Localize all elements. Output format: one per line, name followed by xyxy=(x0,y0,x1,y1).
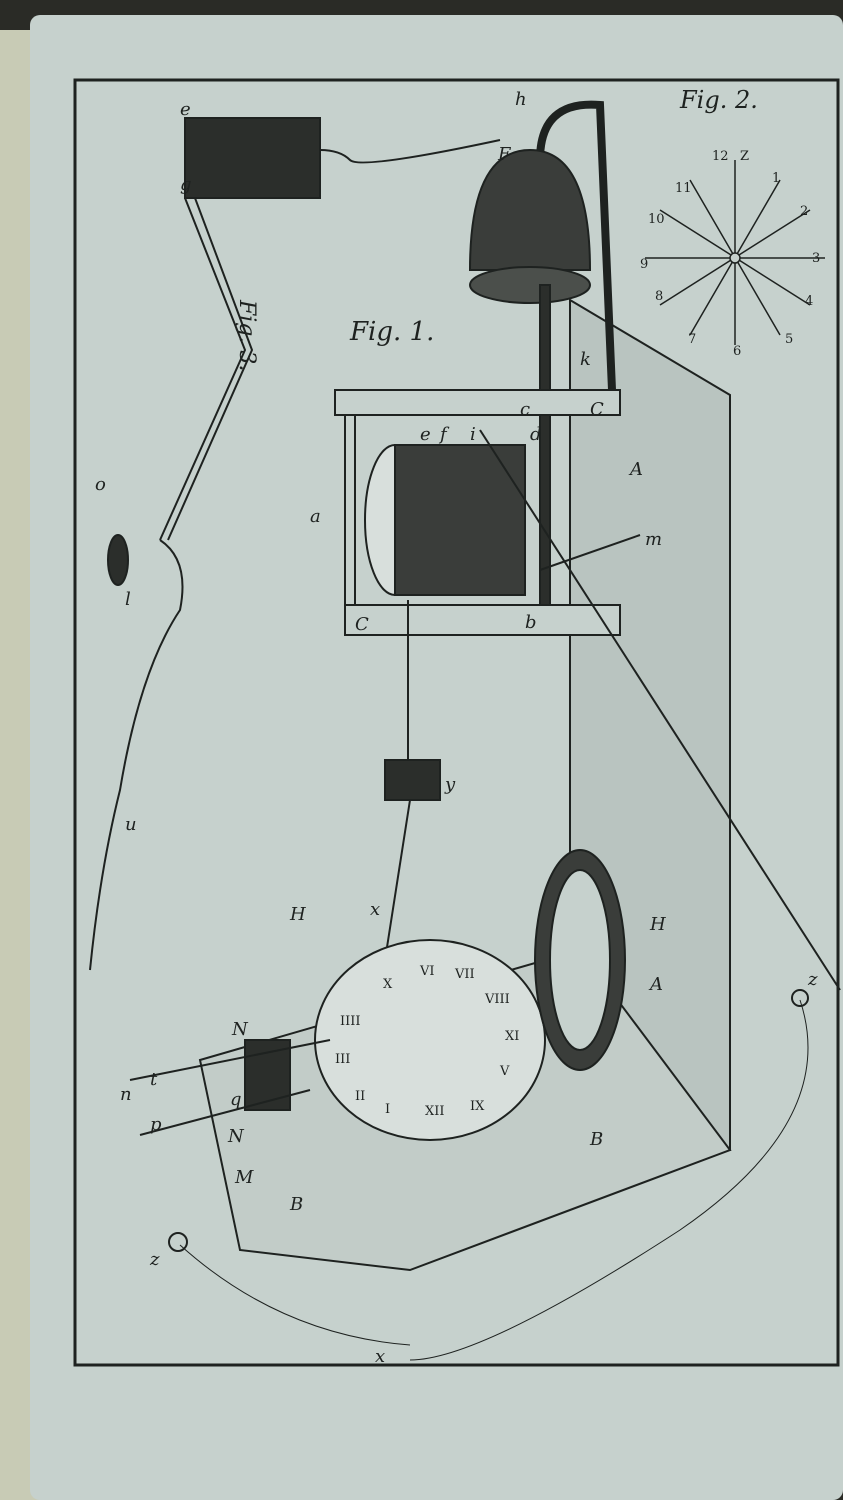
label-a: a xyxy=(310,506,321,527)
fig2-number: 4 xyxy=(805,294,813,309)
plate-border xyxy=(73,78,840,1367)
fig2-number: 8 xyxy=(655,289,663,304)
label-C: C xyxy=(590,399,604,420)
label-A: A xyxy=(628,459,643,480)
label-t: t xyxy=(150,1069,158,1090)
clock-numeral: X xyxy=(383,977,393,992)
fig1-title: Fig. 1. xyxy=(349,317,434,347)
label-u: u xyxy=(125,814,137,835)
label-C-lower: C xyxy=(355,614,369,635)
fig2-number: 11 xyxy=(675,181,692,196)
label-N-lower: N xyxy=(227,1126,245,1147)
label-e-fig3: e xyxy=(180,99,191,120)
clock-numeral: II xyxy=(355,1089,365,1104)
fig2-number: 10 xyxy=(648,212,665,227)
fig3-lever xyxy=(89,117,501,971)
label-h: h xyxy=(515,89,527,110)
label-F: F xyxy=(497,144,512,165)
label-N: N xyxy=(231,1019,249,1040)
clock-numeral: I xyxy=(385,1102,390,1117)
fig2-number: 9 xyxy=(640,257,648,272)
fig2-number: 1 xyxy=(772,171,780,186)
label-y: y xyxy=(444,774,456,795)
label-q: q xyxy=(230,1089,242,1110)
label-H-right: H xyxy=(649,914,666,935)
label-A-lower: A xyxy=(648,974,663,995)
clock-numeral: V xyxy=(499,1064,510,1079)
clock-numeral: XII xyxy=(425,1104,445,1119)
fig2-number: 6 xyxy=(733,344,741,359)
fig2-number: 12 xyxy=(712,149,729,164)
clock-numeral: IX xyxy=(470,1099,485,1114)
label-g: g xyxy=(180,174,192,195)
fig2-number: Z xyxy=(740,149,749,164)
label-x-bottom: x xyxy=(375,1346,385,1367)
fig2-title: Fig. 2. xyxy=(679,86,758,114)
label-x: x xyxy=(370,899,380,920)
label-z-left: z xyxy=(149,1249,160,1270)
label-z: z xyxy=(807,969,818,990)
fig3-title: Fig. 3. xyxy=(234,299,259,371)
clock-numeral: III xyxy=(335,1052,350,1067)
label-m: m xyxy=(645,529,662,550)
clock-numerals: I II III IIII V VI VII VIII IX XI XII X xyxy=(335,964,519,1119)
label-k: k xyxy=(580,349,591,370)
label-M: M xyxy=(234,1167,254,1188)
label-o: o xyxy=(95,474,106,495)
label-B-left: B xyxy=(289,1194,303,1215)
fig2-number: 2 xyxy=(800,204,808,219)
label-B: B xyxy=(589,1129,603,1150)
label-l: l xyxy=(125,589,131,610)
clock-numeral: VIII xyxy=(484,992,510,1007)
label-n: n xyxy=(120,1084,132,1105)
fig2-number: 3 xyxy=(812,251,820,266)
fig2-number: 5 xyxy=(785,332,793,347)
fig2-star-diagram xyxy=(645,160,825,345)
clock-numeral: VI xyxy=(419,964,435,979)
fig1-machine xyxy=(129,100,841,1361)
fig2-number: 7 xyxy=(688,332,696,347)
label-b: b xyxy=(525,612,537,633)
clock-numeral: VII xyxy=(454,967,475,982)
clock-numeral: XI xyxy=(505,1029,519,1044)
fig2-numbers: 12 Z 1 2 3 4 5 6 7 8 9 10 11 xyxy=(640,149,820,359)
label-i: i xyxy=(470,424,476,445)
label-e: e xyxy=(420,424,431,445)
label-H: H xyxy=(289,904,306,925)
label-c: c xyxy=(520,399,530,420)
label-d: d xyxy=(530,424,542,445)
clock-numeral: IIII xyxy=(340,1014,361,1029)
label-p: p xyxy=(150,1114,162,1135)
